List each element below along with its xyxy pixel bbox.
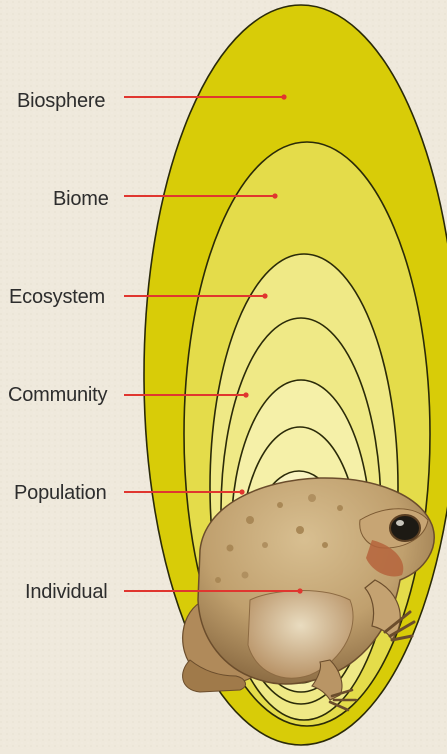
label-biosphere: Biosphere	[17, 90, 105, 113]
label-biome: Biome	[53, 188, 109, 211]
label-individual: Individual	[25, 581, 108, 604]
label-community: Community	[8, 384, 107, 407]
label-ecosystem: Ecosystem	[9, 286, 105, 309]
label-population: Population	[14, 482, 107, 505]
